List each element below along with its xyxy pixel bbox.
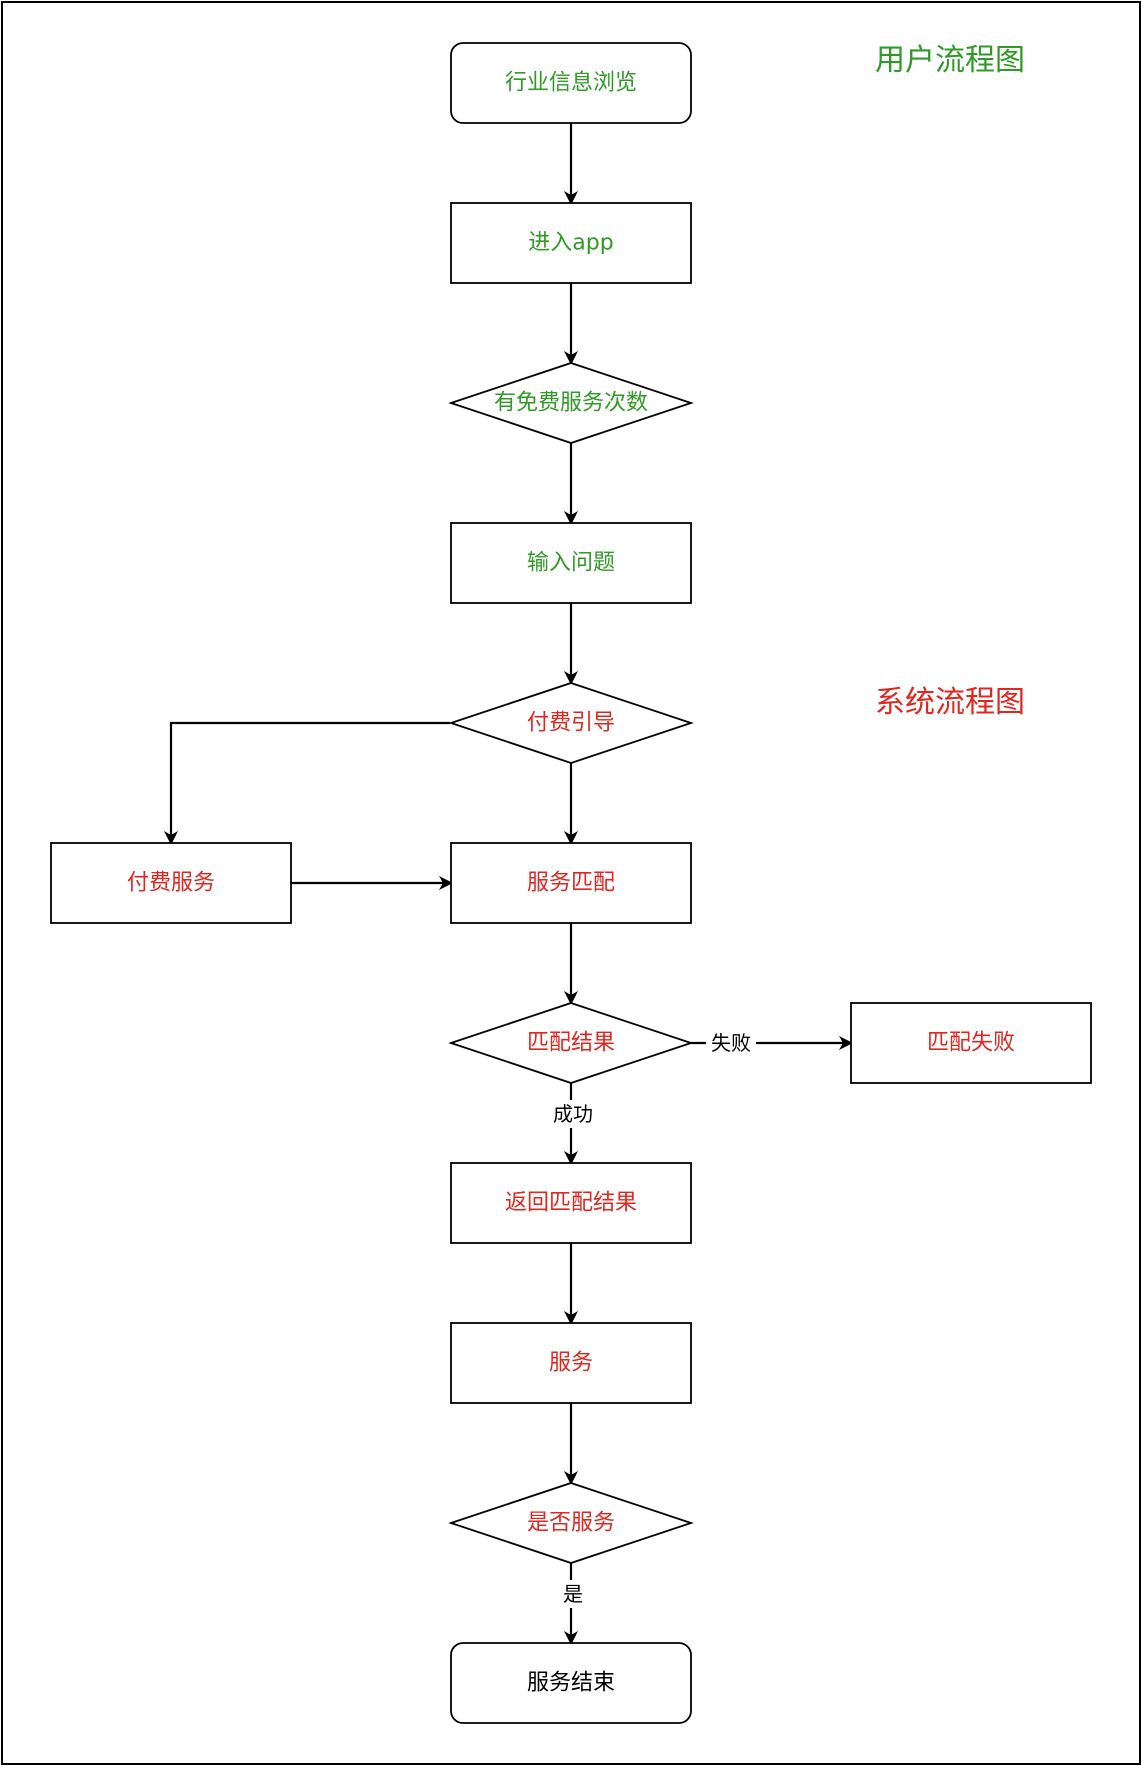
node-free-service-count (448, 362, 694, 444)
label-return-match-result: 返回匹配结果 (505, 1191, 637, 1216)
edge-label-yes: 是 (563, 1582, 583, 1606)
node-return-match-result (450, 1162, 692, 1244)
node-match-failed (850, 1002, 1092, 1084)
label-match-failed: 匹配失败 (927, 1031, 1015, 1056)
label-service-match: 服务匹配 (527, 871, 615, 896)
edge-label-failed: 失败 (711, 1031, 751, 1055)
node-service (450, 1322, 692, 1404)
label-match-result: 匹配结果 (527, 1031, 615, 1056)
node-payment-guide (448, 682, 694, 764)
node-industry-info (450, 42, 692, 124)
label-payment-guide: 付费引导 (527, 711, 615, 736)
node-labels: 行业信息浏览 进入app 有免费服务次数 输入问题 付费引导 付费服务 服务匹配… (127, 71, 1015, 1696)
label-industry-info: 行业信息浏览 (505, 71, 637, 96)
node-whether-service (448, 1482, 694, 1564)
label-input-question: 输入问题 (527, 551, 615, 576)
edge-label-yes-bg (558, 1580, 586, 1608)
label-service: 服务 (549, 1351, 593, 1376)
label-free-service-count: 有免费服务次数 (494, 391, 648, 416)
edge-label-success-bg (548, 1100, 598, 1128)
label-enter-app: 进入app (528, 231, 613, 256)
label-whether-service: 是否服务 (527, 1511, 615, 1536)
node-match-result (448, 1002, 694, 1084)
nodes (50, 42, 1092, 1724)
user-flow-title: 用户流程图 (875, 43, 1025, 78)
label-paid-service: 付费服务 (127, 871, 215, 896)
node-service-end (450, 1642, 692, 1724)
node-input-question (450, 522, 692, 604)
node-service-match (450, 842, 692, 924)
node-paid-service (50, 842, 292, 924)
system-flow-title: 系统流程图 (875, 685, 1025, 720)
node-enter-app (450, 202, 692, 284)
label-service-end: 服务结束 (527, 1671, 615, 1696)
edge-label-failed-bg (706, 1029, 756, 1057)
edge-label-success: 成功 (553, 1102, 593, 1126)
edge-guide-to-paid (164, 721, 450, 845)
